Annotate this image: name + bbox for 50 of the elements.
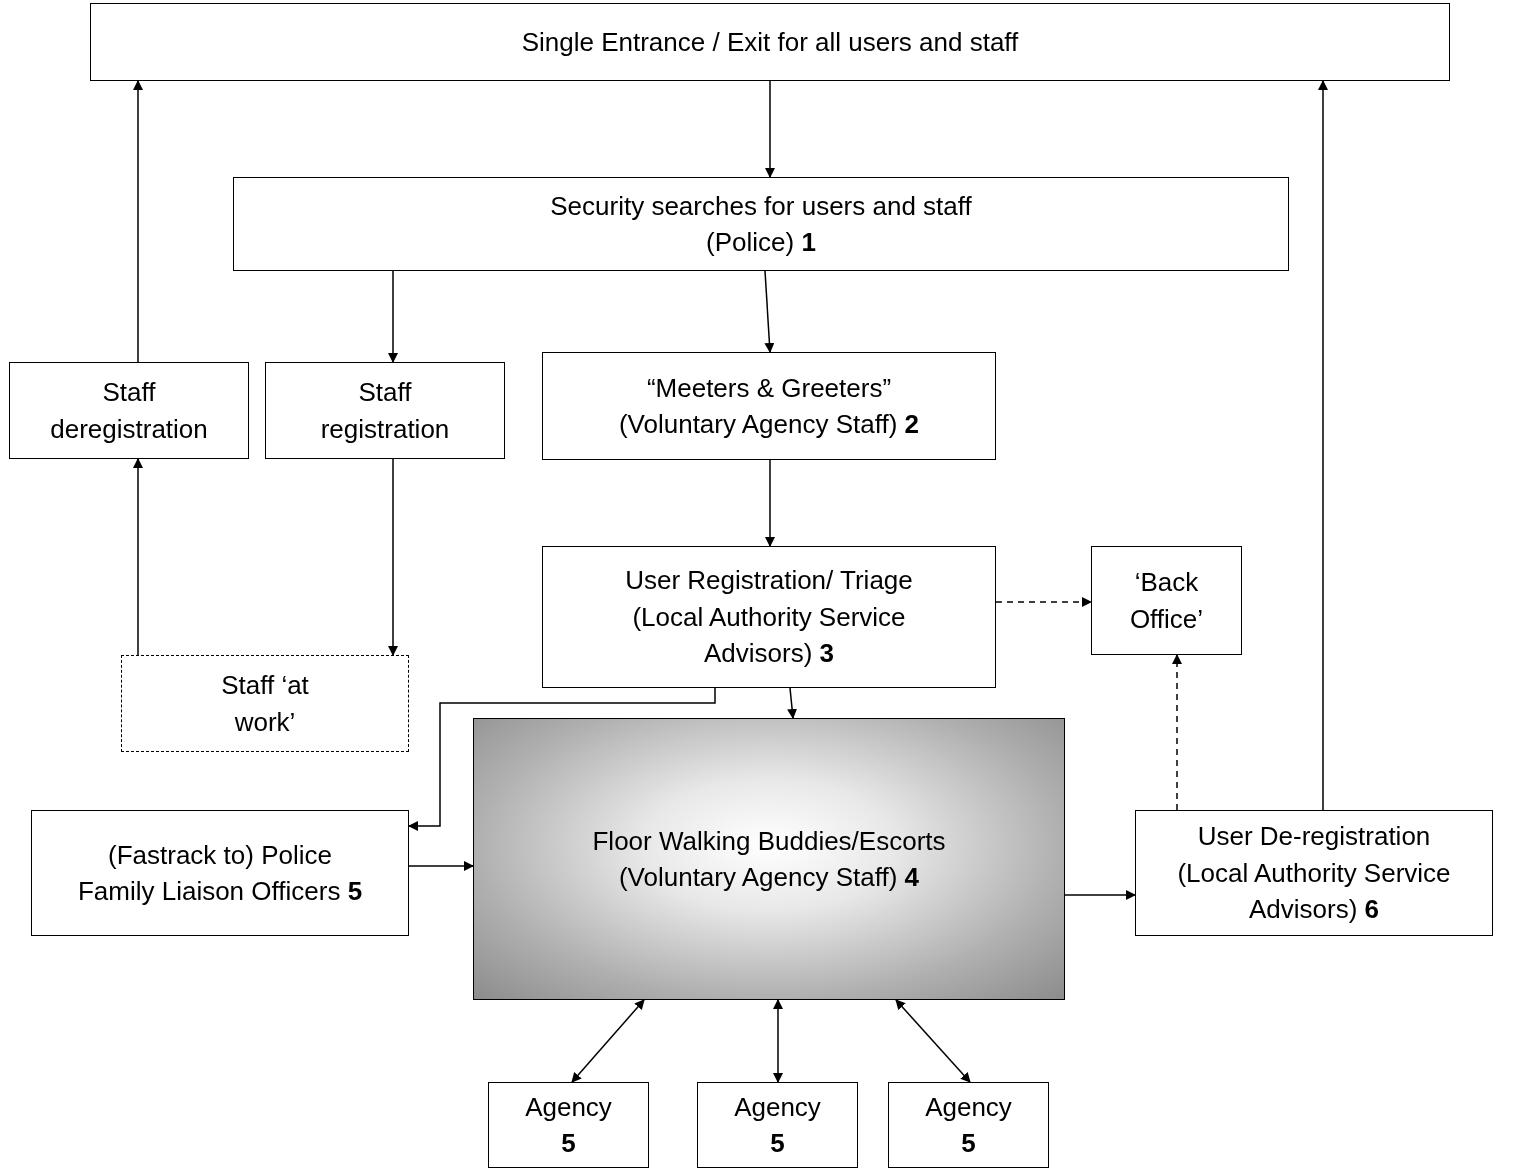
node-label: (Fastrack to) Police Family Liaison Officers 5 <box>76 838 364 908</box>
node-label: (Voluntary Agency Staff) 2 <box>618 408 920 441</box>
process-box <box>888 1082 1049 1168</box>
process-box <box>542 352 996 460</box>
node-label: Staff deregistration <box>49 376 209 446</box>
process-box <box>31 810 409 936</box>
process-box <box>697 1082 858 1168</box>
arrow <box>787 687 798 719</box>
arrow <box>765 80 775 178</box>
arrow <box>765 459 775 547</box>
process-box <box>233 177 1289 271</box>
node-label: ‘Back Office’ <box>1128 566 1205 636</box>
arrow <box>133 458 143 656</box>
process-box <box>9 362 249 459</box>
arrow <box>773 999 783 1083</box>
process-box <box>121 655 409 752</box>
node-label: “Meeters & Greeters” <box>646 371 892 405</box>
process-panel <box>473 718 1065 1000</box>
node-label: (Local Authority Service Advisors) 6 <box>1176 856 1452 927</box>
arrow <box>388 270 398 363</box>
arrow <box>388 458 398 656</box>
node-label: Single Entrance / Exit for all users and staff <box>521 25 1019 59</box>
arrow <box>408 861 474 871</box>
node-label: Security searches for users and staff <box>550 189 972 223</box>
process-box <box>90 3 1450 81</box>
process-box <box>542 546 996 688</box>
node-label: Staff ‘at work’ <box>220 669 310 739</box>
process-box <box>1135 810 1493 936</box>
node-label: Staff registration <box>319 376 451 446</box>
arrow <box>1318 80 1328 811</box>
node-label: (Police) 1 <box>706 226 816 259</box>
arrow <box>571 999 645 1083</box>
node-label: Agency 5 <box>733 1090 822 1160</box>
arrow <box>1172 654 1182 811</box>
process-box <box>1091 546 1242 655</box>
process-box <box>488 1082 649 1168</box>
node-label: Floor Walking Buddies/Escorts <box>592 824 946 858</box>
arrow <box>1064 890 1136 900</box>
arrow <box>764 270 775 353</box>
node-label: (Voluntary Agency Staff) 4 <box>618 861 920 894</box>
node-label: Agency 5 <box>524 1090 613 1160</box>
node-label: User Registration/ Triage <box>625 564 913 598</box>
node-label: Agency 5 <box>924 1090 1013 1160</box>
node-label: User De-registration <box>1197 820 1431 854</box>
node-label: (Local Authority Service Advisors) 3 <box>631 600 907 671</box>
arrow <box>995 597 1092 607</box>
arrow <box>133 80 143 363</box>
process-box <box>265 362 505 459</box>
arrow <box>408 687 716 831</box>
arrow <box>895 999 971 1083</box>
